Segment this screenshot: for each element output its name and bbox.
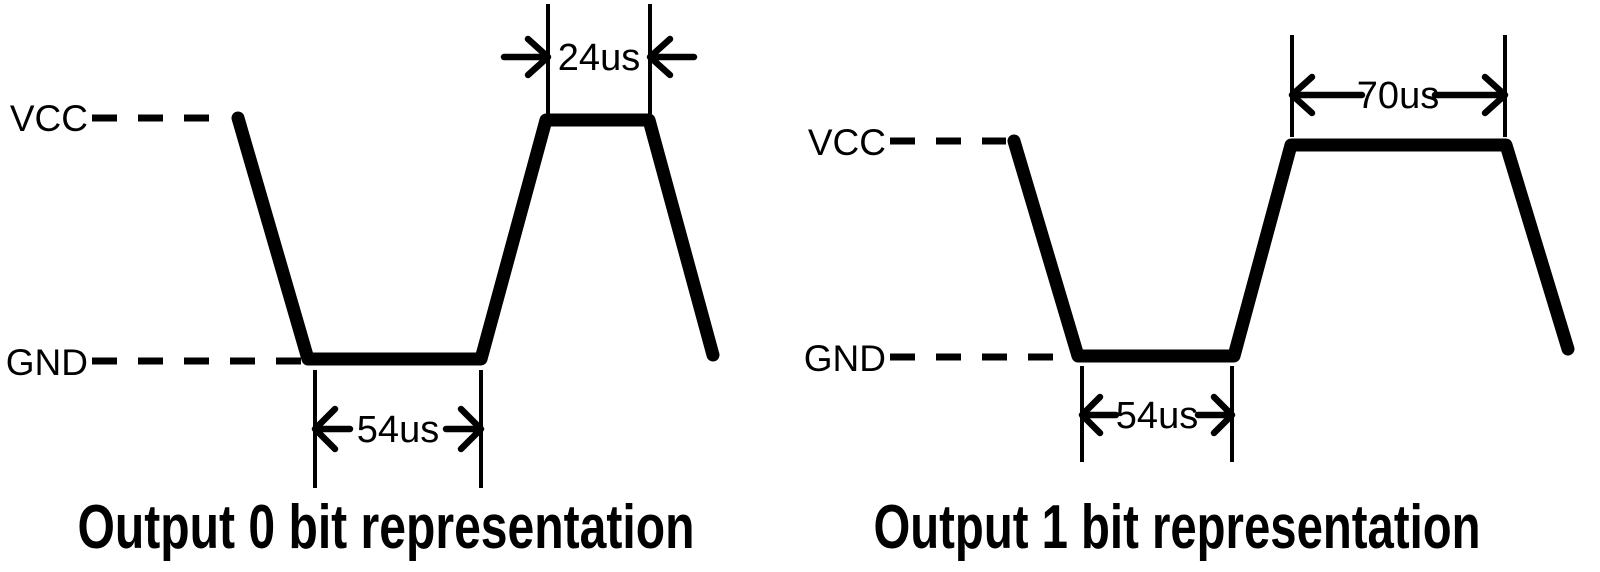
gnd-label: GND: [804, 338, 886, 379]
dimension-arrow-left: [1288, 73, 1366, 117]
signal-waveform-bit1: [1007, 134, 1575, 363]
dimension-arrow-right: [442, 405, 485, 453]
high-time-label: 24us: [558, 37, 640, 79]
vcc-label: VCC: [10, 98, 88, 139]
vcc-label: VCC: [808, 122, 886, 163]
diagram-bit1: VCC GND 70us 54us Output 1 bit represent…: [804, 35, 1575, 562]
high-time-dimension-bit1: 70us: [1288, 73, 1509, 117]
dimension-arrow-right: [1194, 393, 1236, 437]
gnd-label: GND: [6, 342, 88, 383]
low-time-label: 54us: [1116, 395, 1198, 437]
dimension-arrow-left: [1078, 393, 1120, 437]
signal-waveform-bit0: [231, 111, 720, 366]
diagram-title-bit1: Output 1 bit representation: [874, 493, 1481, 562]
low-time-label: 54us: [357, 409, 439, 451]
low-time-dimension-bit0: 54us: [311, 405, 485, 453]
dimension-arrow-right: [646, 35, 698, 79]
low-time-dimension-bit1: 54us: [1078, 393, 1236, 437]
dimension-arrow-left: [500, 35, 552, 79]
dimension-arrow-left: [311, 405, 354, 453]
high-time-label: 70us: [1357, 75, 1439, 117]
high-time-dimension-bit0: 24us: [500, 35, 698, 79]
diagram-bit0: VCC GND 24us 54us Output 0 bit represent…: [6, 4, 720, 562]
diagram-title-bit0: Output 0 bit representation: [78, 493, 695, 562]
dimension-arrow-right: [1431, 73, 1509, 117]
